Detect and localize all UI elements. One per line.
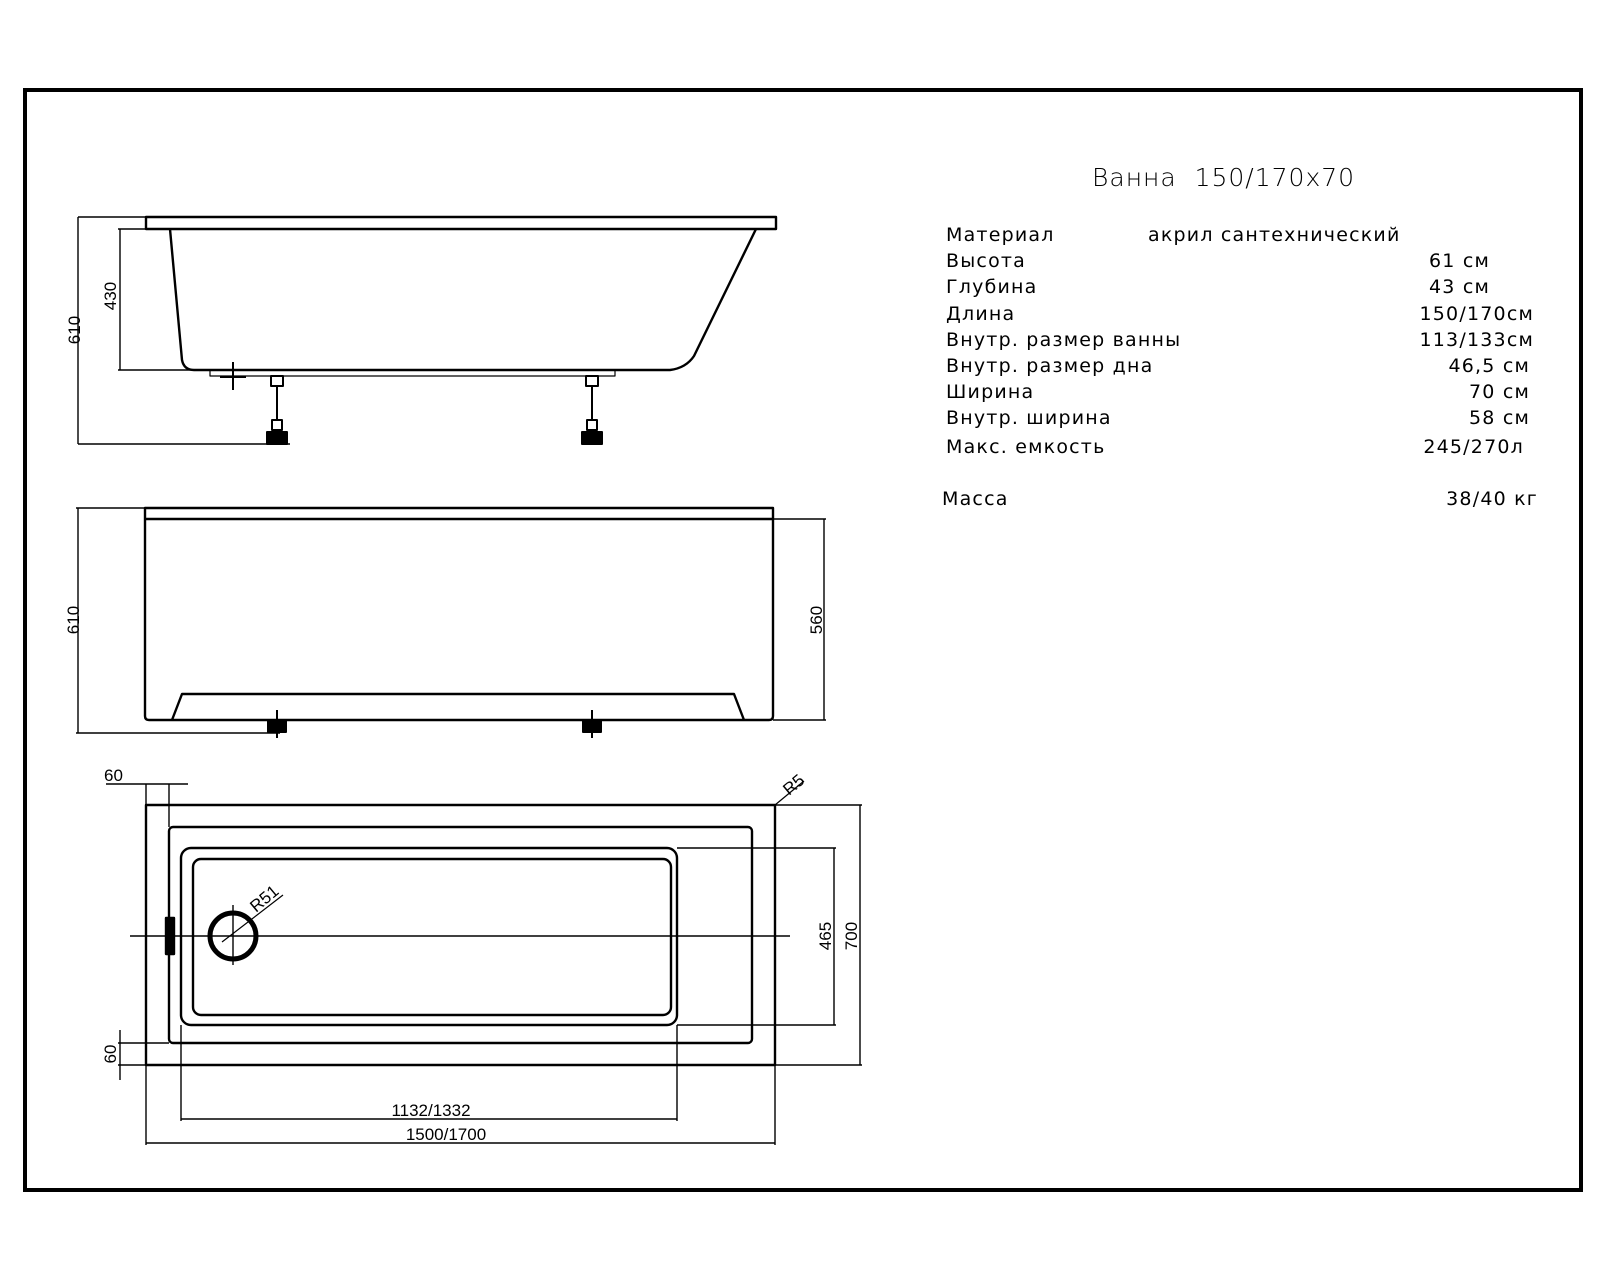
- spec-row-length: Длина 150/170см: [946, 303, 1542, 329]
- side-leg-left: [266, 375, 288, 445]
- dim-drain-radius: R51: [246, 881, 282, 916]
- dim-plan-rim-top: 60: [104, 766, 123, 785]
- side-leg-right: [581, 375, 603, 445]
- spec-value: 38/40 кг: [1446, 488, 1538, 510]
- front-dimension-lines: [76, 507, 826, 734]
- drawing-sheet-frame: [23, 88, 1583, 1192]
- spec-row-mass: Масса 38/40 кг: [942, 488, 1538, 514]
- plan-view: [106, 780, 862, 1145]
- front-panel: [143, 506, 775, 722]
- plan-dimension-lines: [106, 783, 862, 1145]
- dim-plan-total-width: 700: [842, 922, 861, 950]
- spec-row-capacity: Макс. емкость 245/270л: [946, 436, 1542, 462]
- dim-plan-total-length: 1500/1700: [406, 1125, 486, 1144]
- dim-plan-inner-length: 1132/1332: [391, 1101, 470, 1120]
- dim-corner-radius: R5: [779, 771, 808, 800]
- spec-label: Внутр. размер дна: [946, 355, 1154, 377]
- spec-row-height: Высота 61 см: [946, 250, 1542, 276]
- spec-value: 245/270л: [1423, 436, 1524, 458]
- spec-label: Материал: [946, 224, 1055, 246]
- spec-label: Макс. емкость: [946, 436, 1106, 458]
- side-dimension-lines: [77, 216, 290, 445]
- front-leg-left: [267, 710, 287, 738]
- spec-label: Длина: [946, 303, 1016, 325]
- dim-plan-rim-bottom: 60: [101, 1045, 120, 1064]
- spec-value: 150/170см: [1419, 303, 1534, 325]
- dim-front-panel-height: 560: [807, 606, 826, 634]
- drawing-title: Ванна 150/170х70: [1092, 163, 1356, 192]
- spec-label: Внутр. ширина: [946, 407, 1112, 429]
- dim-plan-inner-width: 465: [816, 922, 835, 950]
- front-leg-right: [582, 710, 602, 738]
- spec-value: 70 см: [1469, 381, 1530, 403]
- spec-row-material: Материал акрил сантехнический: [946, 224, 1542, 250]
- plan-bowl-bottom: [191, 857, 673, 1017]
- spec-value: 43 см: [1429, 276, 1490, 298]
- spec-row-inner-width: Внутр. ширина 58 см: [946, 407, 1542, 433]
- spec-value: 46,5 см: [1448, 355, 1530, 377]
- spec-value: акрил сантехнический: [1148, 224, 1401, 246]
- side-bottom-base: [209, 369, 616, 377]
- spec-label: Внутр. размер ванны: [946, 329, 1182, 351]
- dim-side-total-height: 610: [65, 316, 84, 344]
- front-plinth: [170, 692, 746, 721]
- spec-row-depth: Глубина 43 см: [946, 276, 1542, 302]
- overflow-icon: [164, 916, 176, 956]
- side-tub-body: [168, 228, 758, 372]
- spec-value: 61 см: [1429, 250, 1490, 272]
- dim-side-depth: 430: [101, 282, 120, 310]
- front-view: [76, 506, 826, 738]
- side-view: [77, 215, 778, 445]
- spec-label: Глубина: [946, 276, 1038, 298]
- spec-row-width: Ширина 70 см: [946, 381, 1542, 407]
- spec-label: Ширина: [946, 381, 1035, 403]
- dim-front-total-height: 610: [64, 606, 83, 634]
- spec-value: 58 см: [1469, 407, 1530, 429]
- spec-label: Масса: [942, 488, 1009, 510]
- spec-row-inner-size: Внутр. размер ванны 113/133см: [946, 329, 1542, 355]
- plan-outer-rim: [144, 803, 777, 1067]
- spec-row-bottom-size: Внутр. размер дна 46,5 см: [946, 355, 1542, 381]
- spec-value: 113/133см: [1419, 329, 1534, 351]
- side-rim: [144, 215, 778, 231]
- spec-label: Высота: [946, 250, 1027, 272]
